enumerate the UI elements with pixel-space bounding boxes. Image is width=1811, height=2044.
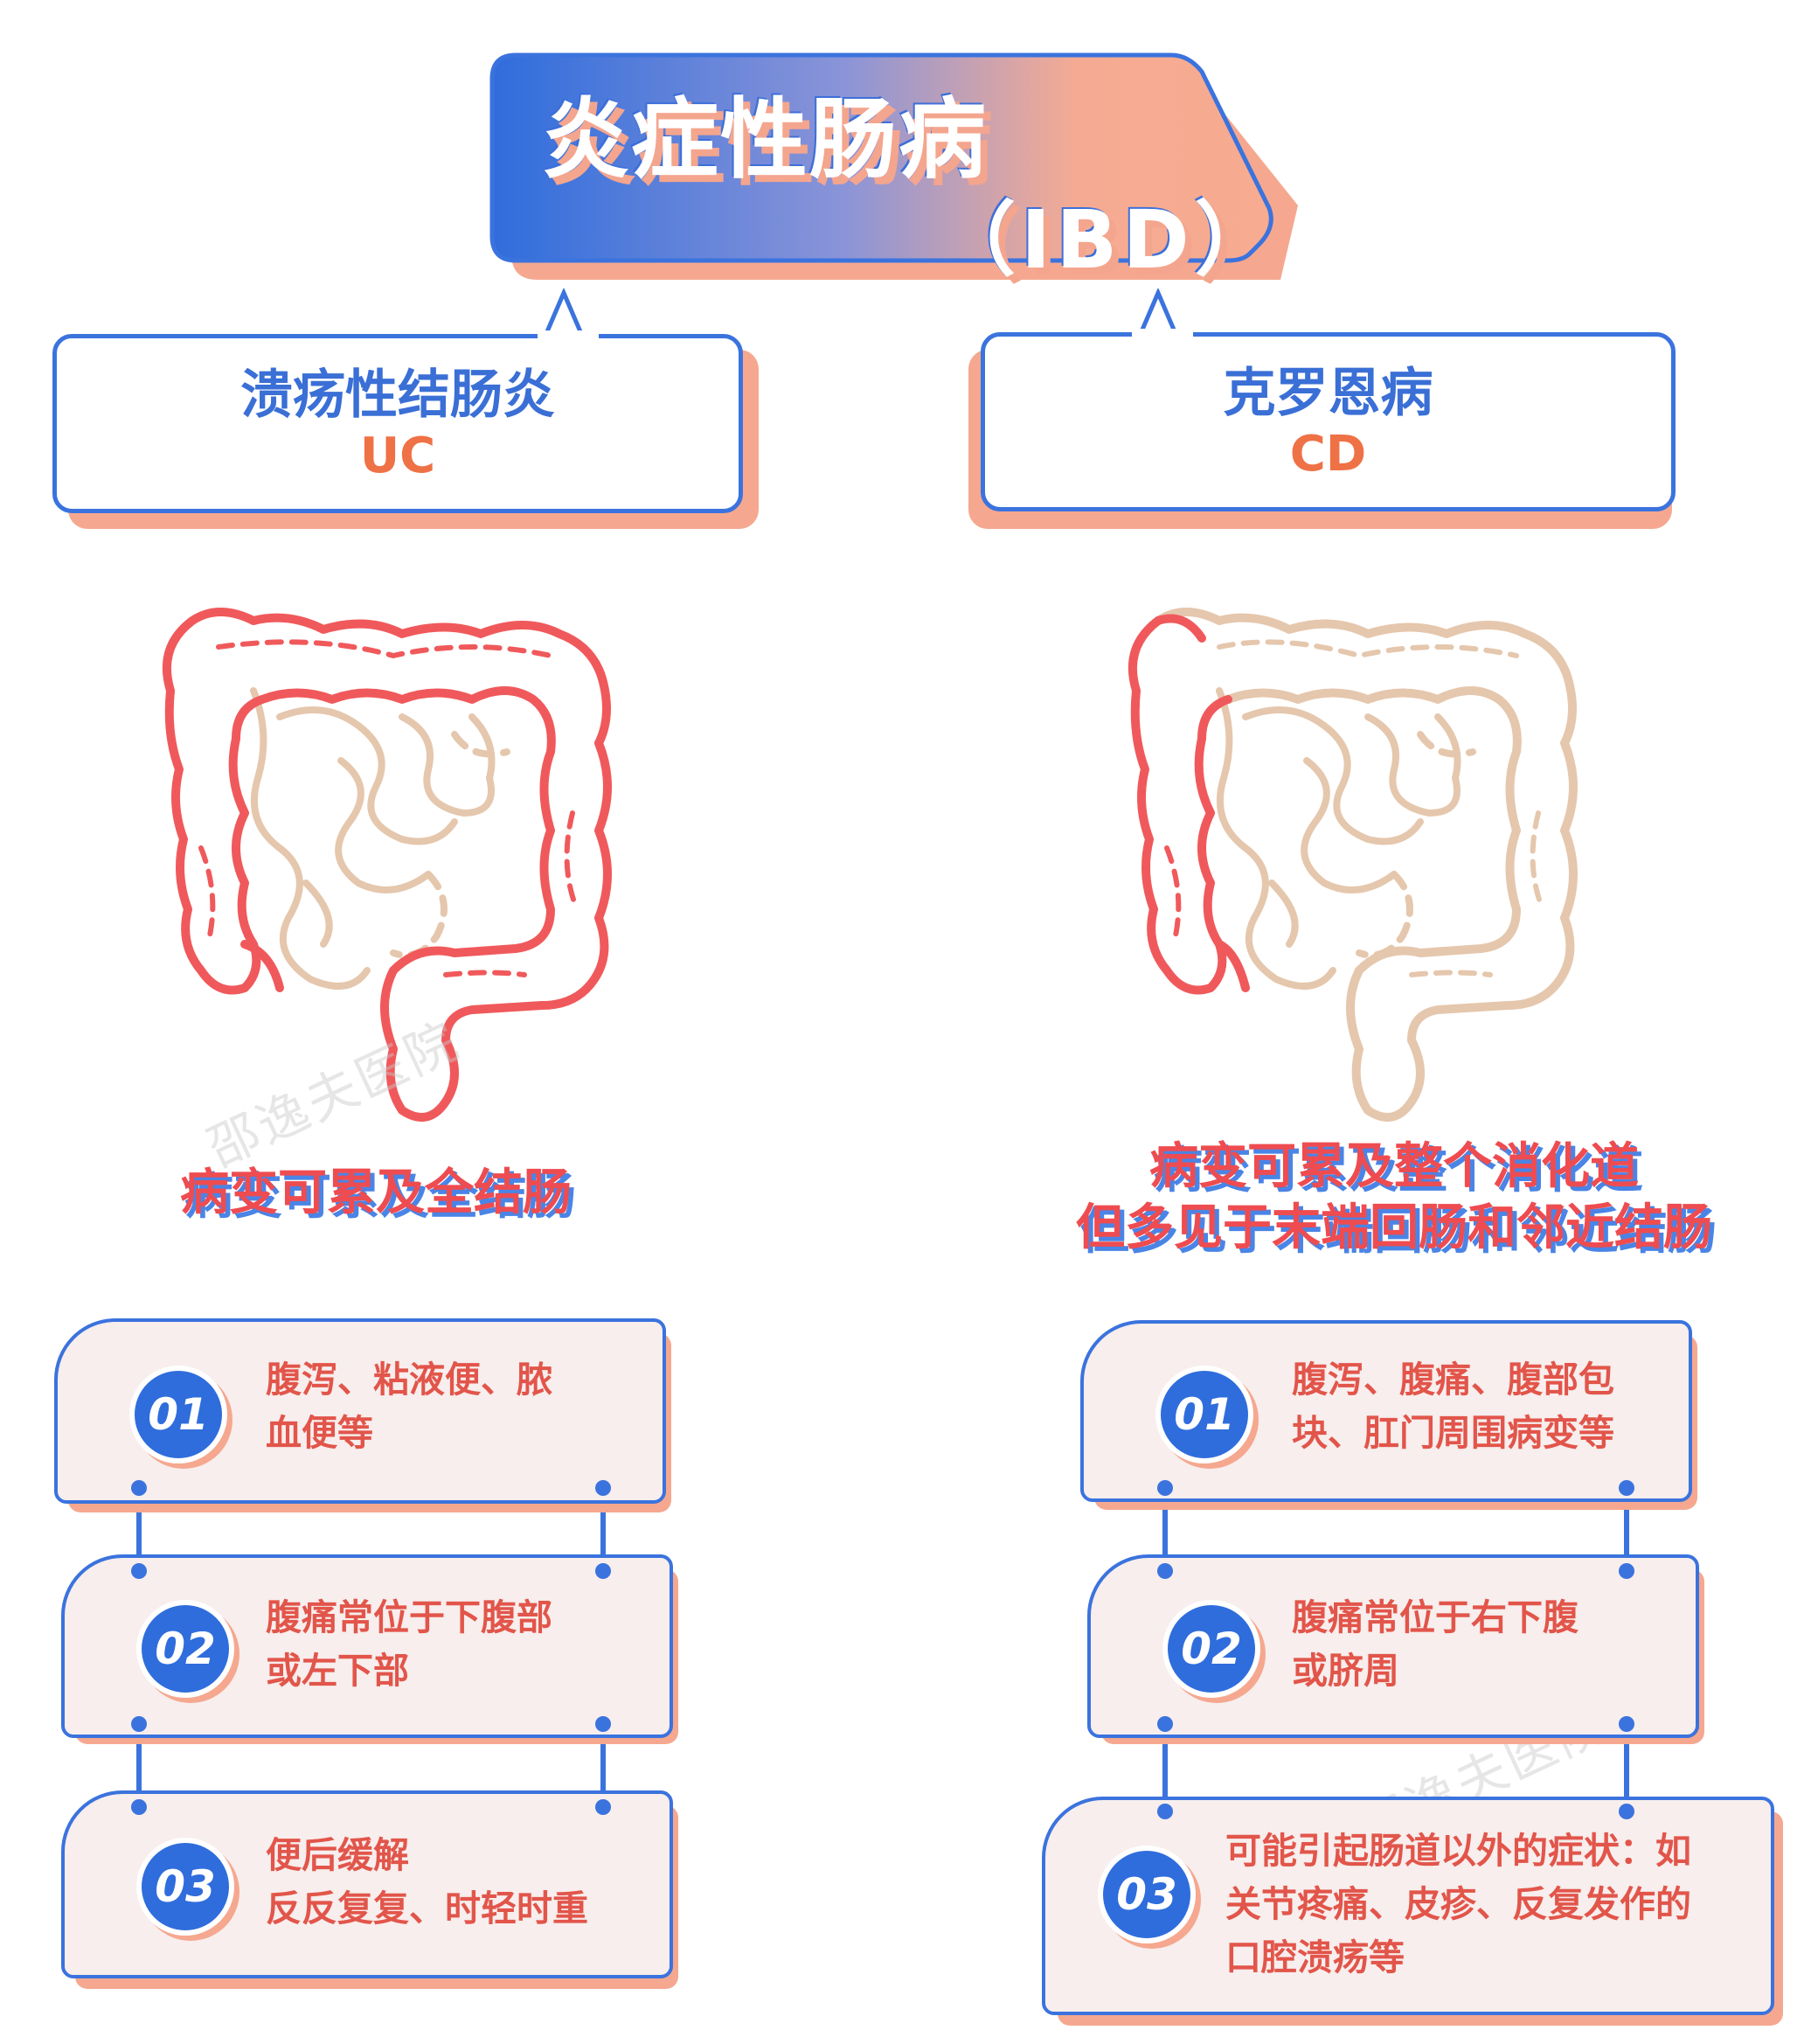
connector-dot (595, 1563, 611, 1579)
uc-card-pointer-cover (538, 330, 599, 343)
cd-card: 克罗恩病 CD (981, 332, 1676, 511)
cd-name: 克罗恩病 (1223, 363, 1433, 424)
connector-dot (1157, 1804, 1173, 1819)
cd-symptom-card: 02 腹痛常位于右下腹或脐周 (1087, 1554, 1699, 1738)
connector-line (600, 1722, 606, 1810)
cd-description-line: 病变可累及整个消化道 (1149, 1138, 1639, 1195)
connector-dot (1619, 1563, 1634, 1579)
connector-dot (1157, 1563, 1173, 1579)
connector-dot (1619, 1716, 1634, 1732)
cd-symptom-text: 腹痛常位于右下腹或脐周 (1292, 1596, 1579, 1692)
connector-dot (595, 1799, 611, 1815)
title-main: 炎症性肠病 (542, 88, 988, 191)
cd-colon-diagram-icon (1128, 608, 1578, 1122)
connector-line (136, 1486, 142, 1574)
connector-dot (1157, 1480, 1173, 1496)
cd-card-pointer-cover (1132, 329, 1193, 341)
uc-description-line: 病变可累及全结肠 (180, 1165, 572, 1221)
uc-name: 溃疡性结肠炎 (240, 365, 555, 426)
cd-symptom-text: 可能引起肠道以外的症状：如关节疼痛、皮疹、反复发作的口腔溃疡等 (1225, 1830, 1691, 1978)
uc-symptom-badge: 01 (129, 1366, 227, 1463)
uc-description: 病变可累及全结肠 (149, 1163, 603, 1224)
uc-symptom-badge: 02 (136, 1600, 234, 1698)
uc-symptom-card: 03 便后缓解反反复复、时轻时重 (61, 1790, 673, 1978)
cd-symptom-badge: 02 (1162, 1600, 1260, 1698)
uc-symptom-card: 01 腹泻、粘液便、脓血便等 (54, 1318, 666, 1504)
uc-symptom-text: 腹泻、粘液便、脓血便等 (266, 1359, 552, 1454)
uc-symptom-card: 02 腹痛常位于下腹部或左下部 (61, 1554, 673, 1738)
cd-symptom-card: 01 腹泻、腹痛、腹部包块、肛门周围病变等 (1080, 1320, 1692, 1502)
connector-dot (131, 1799, 147, 1815)
connector-line (600, 1486, 606, 1574)
connector-line (136, 1722, 142, 1810)
cd-symptom-card: 03 可能引起肠道以外的症状：如关节疼痛、皮疹、反复发作的口腔溃疡等 (1042, 1797, 1774, 2015)
uc-colon-diagram-icon (162, 608, 612, 1122)
uc-card: 溃疡性结肠炎 UC (52, 334, 743, 513)
cd-description: 病变可累及整个消化道 但多见于末端回肠和邻近结肠 (1044, 1137, 1744, 1259)
uc-symptom-text: 便后缓解反反复复、时轻时重 (266, 1834, 588, 1929)
connector-line (1624, 1486, 1629, 1574)
cd-symptom-text: 腹泻、腹痛、腹部包块、肛门周围病变等 (1292, 1359, 1614, 1454)
connector-dot (131, 1480, 147, 1496)
cd-symptom-badge: 01 (1155, 1366, 1253, 1463)
connector-dot (595, 1480, 611, 1496)
connector-dot (131, 1563, 147, 1579)
connector-dot (1157, 1716, 1173, 1732)
title-subtitle: （IBD） (935, 193, 1280, 287)
cd-description-line: 但多见于末端回肠和邻近结肠 (1076, 1199, 1712, 1256)
connector-line (1162, 1722, 1168, 1810)
uc-symptom-text: 腹痛常位于下腹部或左下部 (266, 1596, 552, 1692)
connector-line (1162, 1486, 1168, 1574)
connector-dot (595, 1716, 611, 1732)
uc-abbr: UC (359, 428, 436, 484)
connector-dot (1619, 1804, 1634, 1819)
cd-symptom-badge: 03 (1098, 1846, 1196, 1943)
connector-dot (131, 1716, 147, 1732)
uc-symptom-badge: 03 (136, 1838, 234, 1936)
connector-line (1624, 1722, 1629, 1810)
title-banner (489, 52, 1273, 263)
connector-dot (1619, 1480, 1634, 1496)
cd-abbr: CD (1289, 426, 1367, 483)
